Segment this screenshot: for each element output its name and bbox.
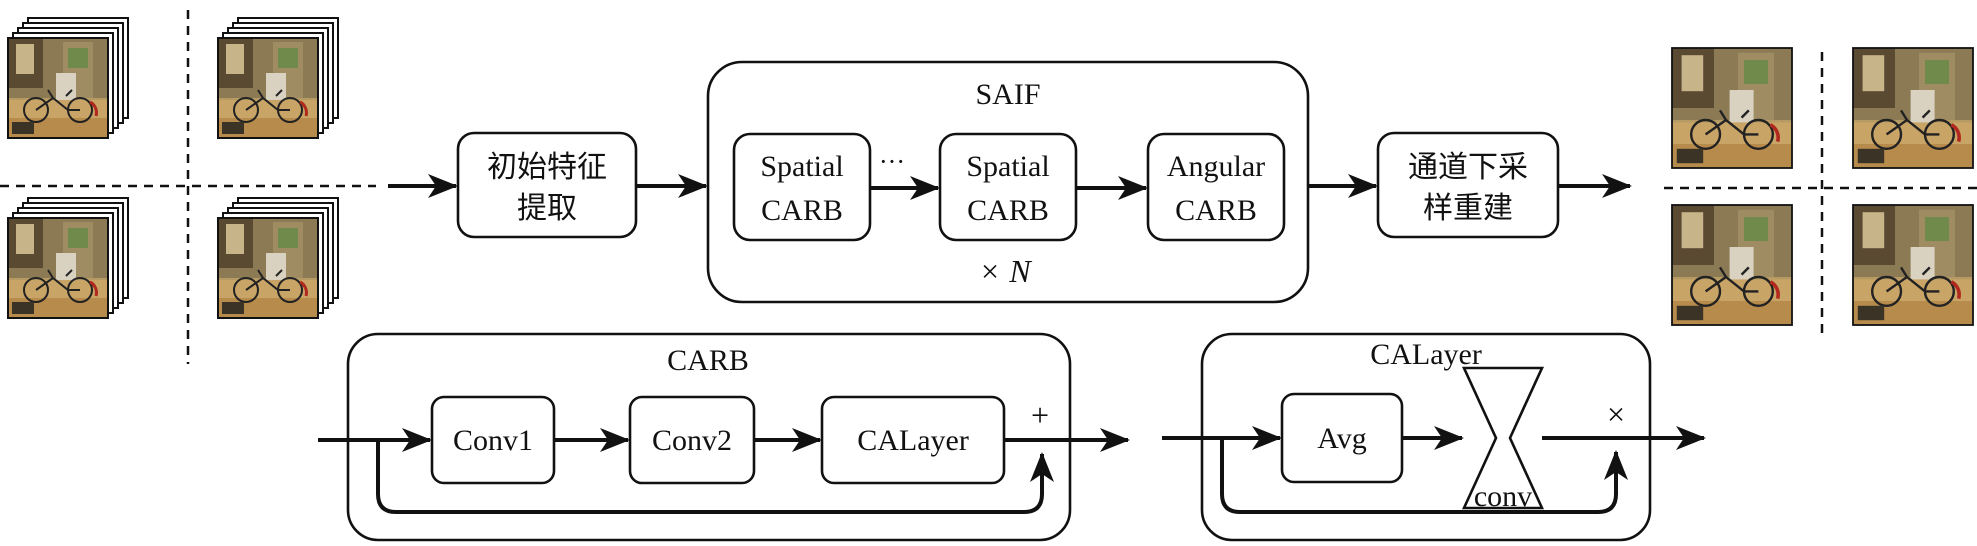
input-stack-top-right	[218, 18, 338, 138]
carb-frame	[346, 332, 1072, 542]
saif-repeat-symbol: ×	[981, 253, 999, 289]
init-label-line2: 提取	[517, 191, 577, 226]
conv-bottleneck: conv	[1461, 366, 1545, 513]
carb-calayer-block: CALayer	[820, 395, 1006, 485]
bottleneck-shape	[1461, 366, 1545, 510]
conv1-label: Conv1	[453, 424, 533, 457]
spatial1-label-line2: CARB	[761, 194, 843, 227]
angular-carb-block: Angular CARB	[1146, 132, 1286, 242]
angular-label-line1: Angular	[1167, 150, 1265, 183]
output-view-bottom-left	[1670, 203, 1794, 327]
carb-skip-connection	[376, 440, 1054, 514]
carb-detail-group: CARB Conv1 Conv2 CALayer +	[318, 332, 1130, 542]
conv2-label: Conv2	[652, 424, 732, 457]
input-stack-bottom-right	[218, 198, 338, 318]
saif-repeat-count: N	[1008, 253, 1032, 289]
carb-calayer-label: CALayer	[857, 424, 969, 457]
carb-title: CARB	[667, 344, 749, 377]
spatial2-label-line1: Spatial	[966, 150, 1049, 183]
calayer-title: CALayer	[1370, 338, 1482, 371]
recon-label-line1: 通道下采	[1408, 150, 1528, 185]
conv1-block: Conv1	[430, 395, 556, 485]
calayer-multiply-symbol: ×	[1607, 396, 1625, 432]
saif-ellipsis: ···	[879, 147, 905, 176]
saif-group: SAIF Spatial CARB ··· Spatial CARB Angul…	[706, 60, 1310, 304]
avg-label: Avg	[1317, 422, 1366, 455]
calayer-detail-group: CALayer Avg conv ×	[1162, 332, 1706, 542]
output-image-views	[1664, 46, 1977, 338]
spatial-carb-block-2: Spatial CARB	[938, 132, 1078, 242]
output-view-top-left	[1670, 46, 1794, 170]
input-stack-top-left	[8, 18, 128, 138]
init-label-line1: 初始特征	[487, 150, 607, 185]
input-stack-bottom-left	[8, 198, 128, 318]
reconstruction-block: 通道下采 样重建	[1376, 131, 1560, 239]
input-image-stacks	[0, 10, 376, 364]
recon-label-line2: 样重建	[1423, 191, 1513, 226]
spatial2-label-line2: CARB	[967, 194, 1049, 227]
saif-frame	[706, 60, 1310, 304]
calayer-skip-connection	[1220, 438, 1628, 514]
init-feature-block: 初始特征 提取	[456, 131, 638, 239]
conv2-block: Conv2	[628, 395, 756, 485]
output-view-bottom-right	[1851, 203, 1975, 327]
spatial-carb-block-1: Spatial CARB	[732, 132, 872, 242]
conv-label: conv	[1474, 480, 1532, 513]
spatial1-label-line1: Spatial	[760, 150, 843, 183]
output-view-top-right	[1851, 46, 1975, 170]
saif-title: SAIF	[975, 78, 1040, 111]
avg-block: Avg	[1280, 392, 1404, 484]
angular-label-line2: CARB	[1175, 194, 1257, 227]
carb-sum-symbol: +	[1031, 397, 1049, 433]
